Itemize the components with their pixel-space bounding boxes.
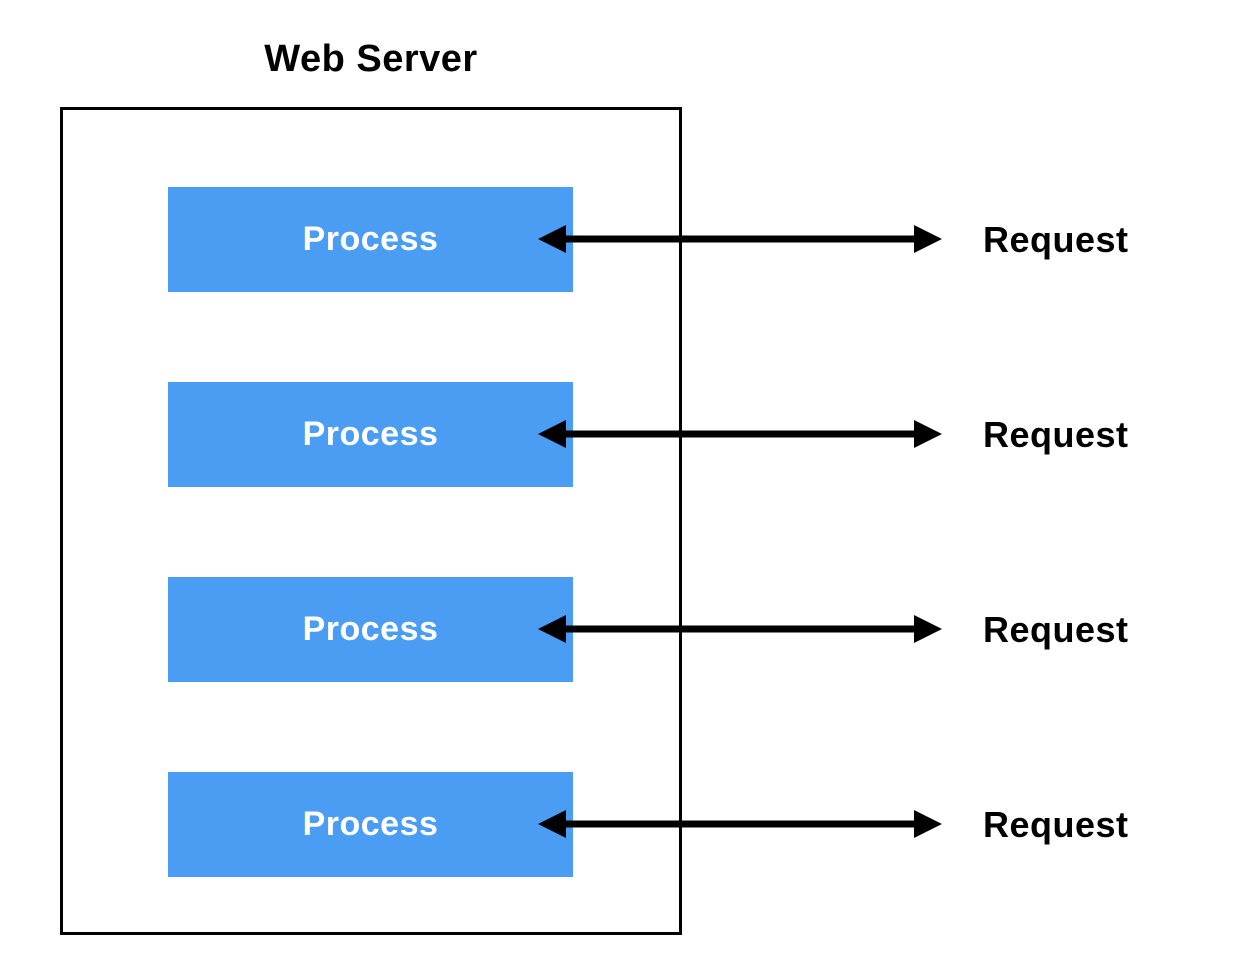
process-box: Process bbox=[168, 187, 573, 292]
process-row: Process Request bbox=[0, 382, 1240, 487]
process-box: Process bbox=[168, 577, 573, 682]
web-server-container bbox=[60, 107, 682, 935]
diagram-title: Web Server bbox=[264, 38, 478, 80]
double-arrow-icon bbox=[538, 615, 942, 643]
request-label: Request bbox=[983, 803, 1129, 845]
process-label: Process bbox=[302, 415, 439, 453]
process-box: Process bbox=[168, 382, 573, 487]
process-box: Process bbox=[168, 772, 573, 877]
request-label: Request bbox=[983, 608, 1129, 650]
double-arrow-icon bbox=[538, 225, 942, 253]
request-label: Request bbox=[983, 218, 1129, 260]
process-row: Process Request bbox=[0, 772, 1240, 877]
double-arrow-icon bbox=[538, 420, 942, 448]
process-label: Process bbox=[302, 610, 439, 648]
request-label: Request bbox=[983, 413, 1129, 455]
process-row: Process Request bbox=[0, 577, 1240, 682]
process-label: Process bbox=[302, 220, 439, 258]
process-row: Process Request bbox=[0, 187, 1240, 292]
double-arrow-icon bbox=[538, 810, 942, 838]
process-label: Process bbox=[302, 805, 439, 843]
